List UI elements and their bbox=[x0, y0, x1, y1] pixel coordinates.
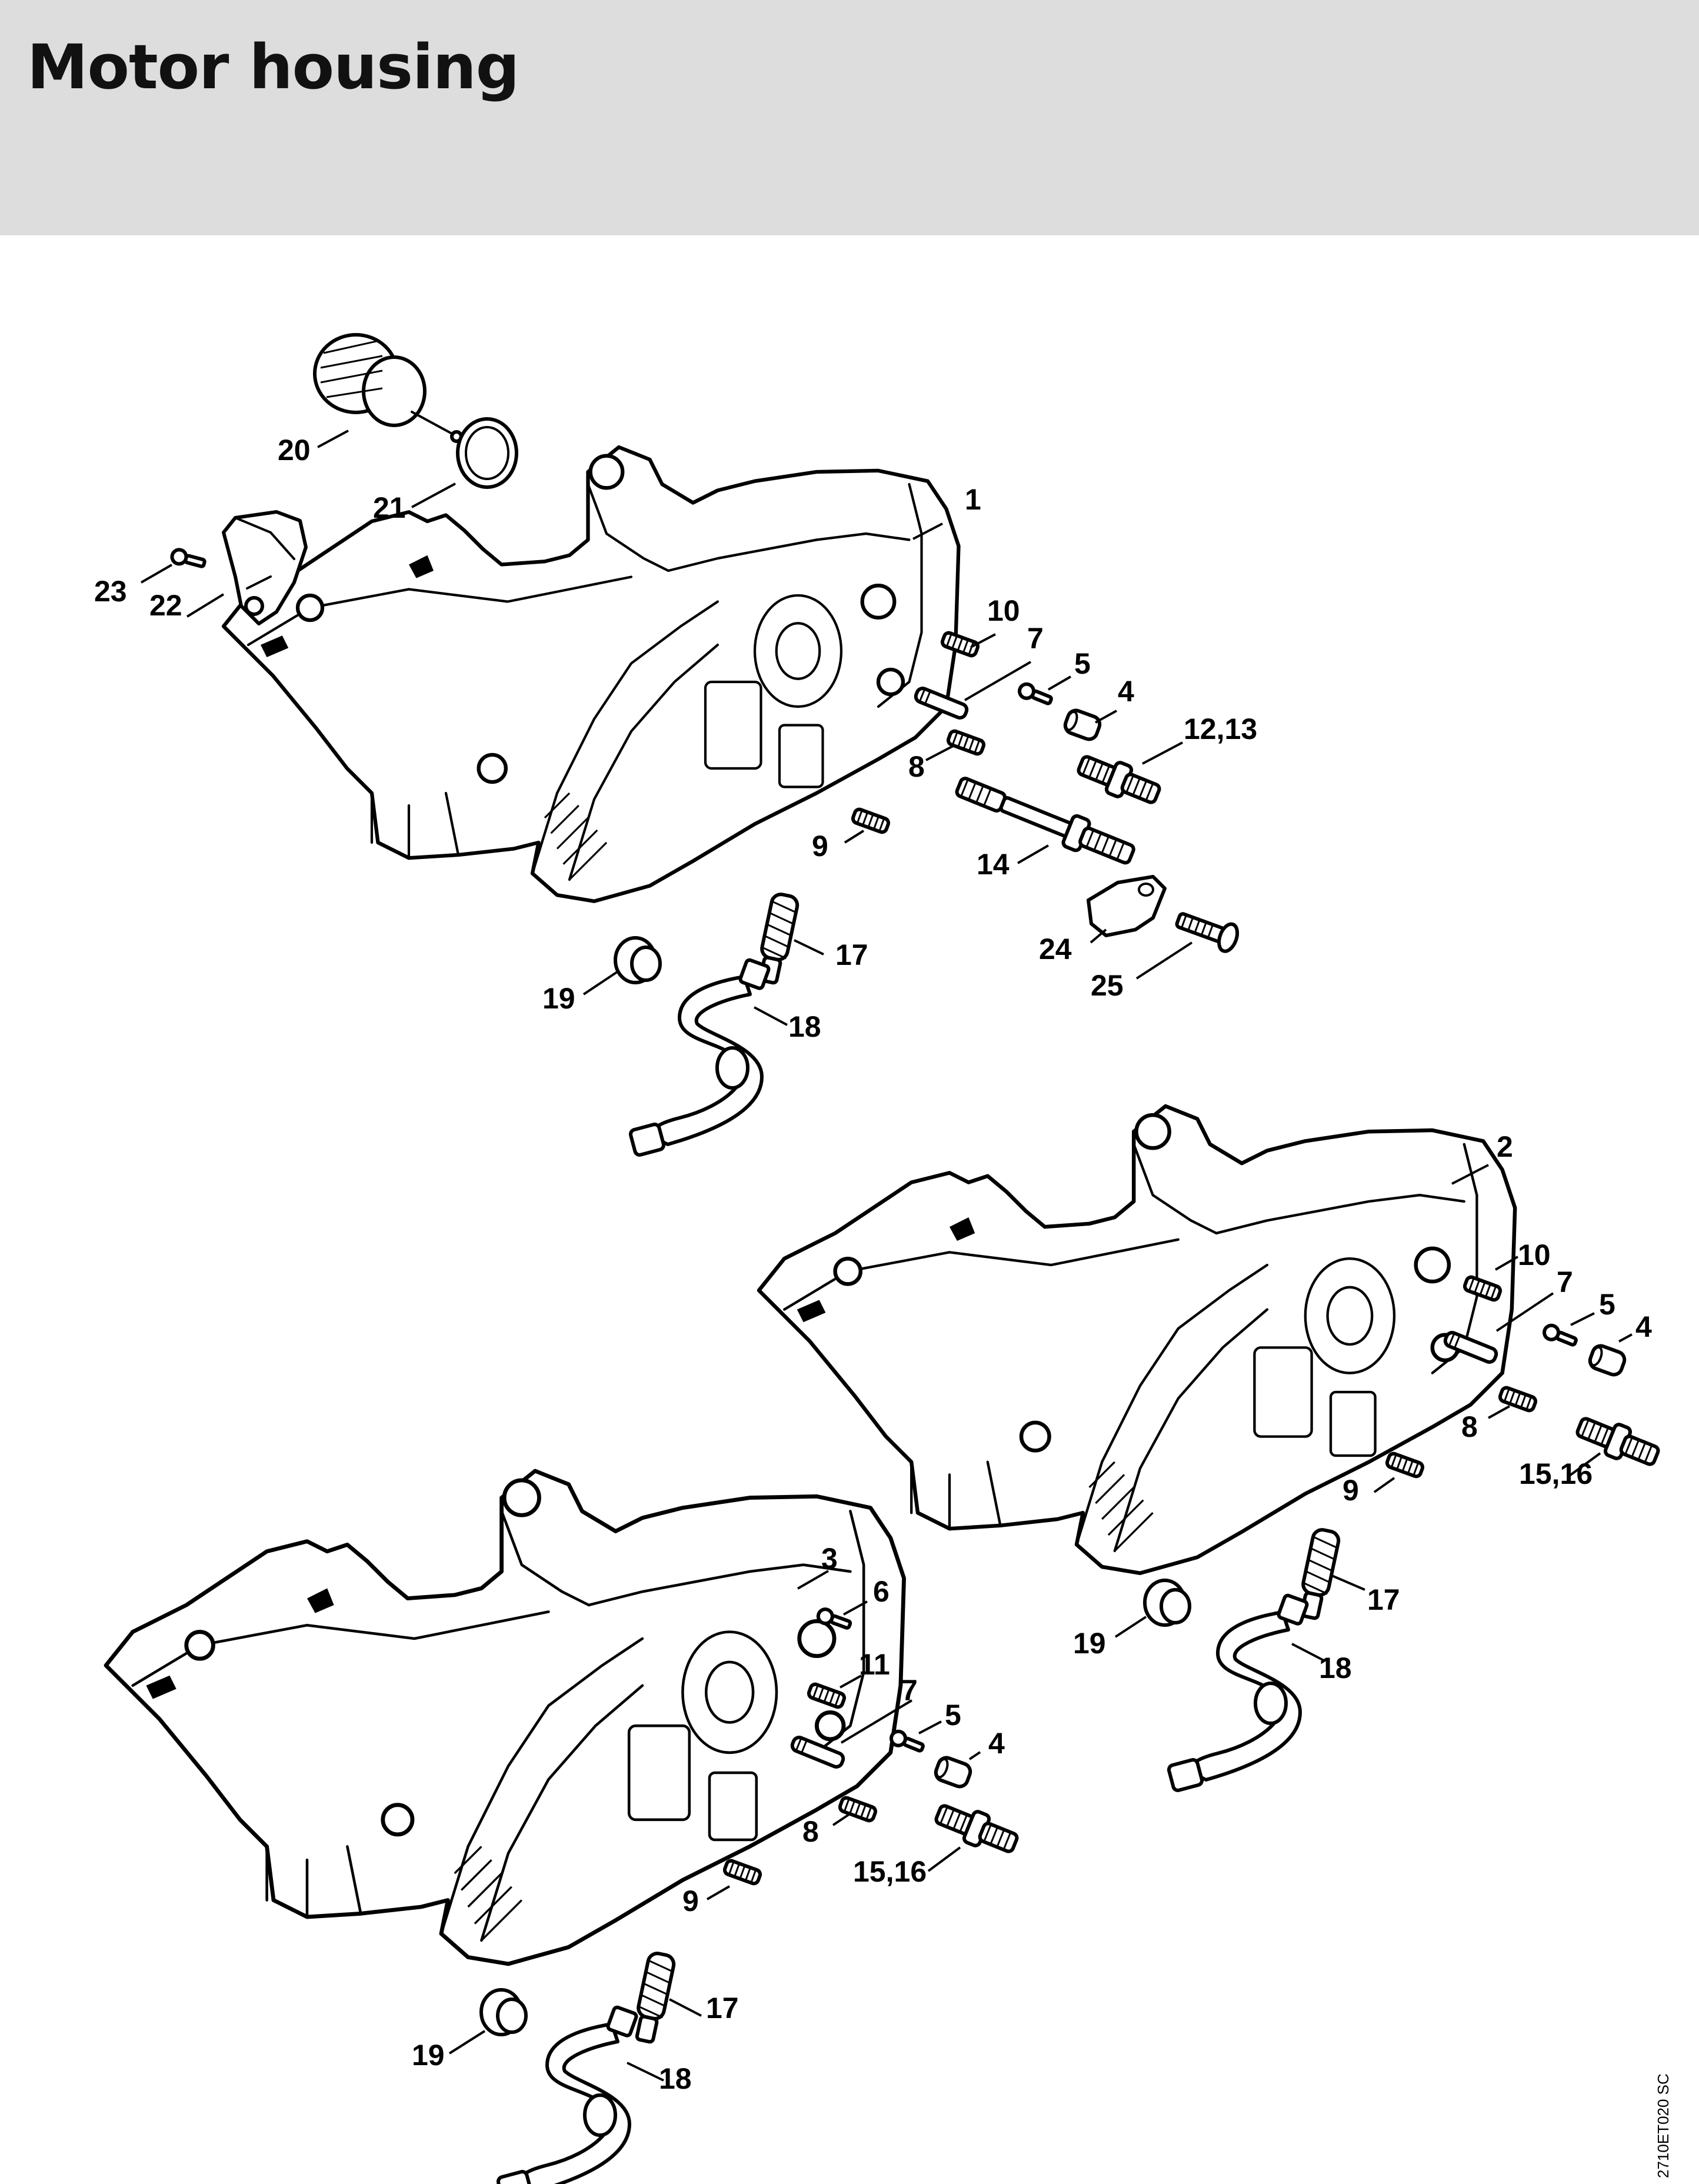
motor-housing-upper bbox=[224, 447, 959, 901]
callout-label: 7 bbox=[1027, 622, 1044, 655]
callout-label: 6 bbox=[873, 1575, 890, 1608]
callout-label: 24 bbox=[1039, 933, 1072, 966]
callout-label: 4 bbox=[1118, 675, 1134, 708]
callout-label: 11 bbox=[859, 1648, 890, 1681]
part-19-lower bbox=[481, 1990, 526, 2035]
callout-label: 9 bbox=[1342, 1474, 1359, 1507]
part-4-upper bbox=[1063, 708, 1102, 742]
callout-label: 17 bbox=[835, 938, 868, 971]
motor-housing-lower bbox=[106, 1471, 904, 1964]
part-20 bbox=[313, 333, 463, 443]
callout-label: 9 bbox=[812, 830, 828, 863]
callout-label: 10 bbox=[1518, 1239, 1551, 1271]
part-14 bbox=[955, 777, 1135, 865]
motor-housing-middle bbox=[759, 1106, 1515, 1573]
leader-lines bbox=[141, 430, 1633, 2082]
callout-label: 18 bbox=[1319, 1652, 1352, 1684]
callout-label: 18 bbox=[659, 2062, 692, 2095]
callout-label: 19 bbox=[542, 982, 575, 1015]
callout-label: 25 bbox=[1091, 969, 1124, 1002]
part-23 bbox=[171, 548, 206, 571]
callout-label: 12,13 bbox=[1184, 713, 1257, 745]
part-9-upper bbox=[852, 808, 890, 833]
callout-label: 1 bbox=[965, 483, 981, 516]
part-5-upper bbox=[1017, 682, 1053, 707]
callout-label: 20 bbox=[278, 434, 311, 467]
callout-label: 10 bbox=[987, 594, 1020, 627]
callout-label: 8 bbox=[1461, 1410, 1478, 1443]
callout-label: 9 bbox=[682, 1885, 699, 1917]
callout-label: 23 bbox=[94, 575, 127, 608]
callout-label: 15,16 bbox=[1519, 1457, 1593, 1490]
callout-label: 8 bbox=[802, 1815, 819, 1848]
callout-label: 19 bbox=[412, 2039, 445, 2072]
callout-label: 3 bbox=[821, 1542, 838, 1575]
upper-assembly bbox=[171, 333, 1240, 1156]
callout-label: 7 bbox=[1557, 1266, 1573, 1299]
callout-label: 21 bbox=[373, 491, 406, 524]
part-4-lower bbox=[934, 1756, 972, 1789]
part-18-middle bbox=[1168, 1594, 1308, 1792]
part-9-lower bbox=[724, 1859, 762, 1885]
callout-label: 4 bbox=[988, 1727, 1005, 1760]
part-15-16-lower bbox=[932, 1798, 1021, 1859]
part-22 bbox=[222, 510, 308, 625]
callout-label: 5 bbox=[945, 1699, 961, 1732]
callout-label: 17 bbox=[706, 1992, 739, 2025]
callout-label: 19 bbox=[1073, 1627, 1106, 1660]
callout-label: 7 bbox=[901, 1674, 918, 1707]
callout-label: 15,16 bbox=[853, 1855, 927, 1888]
part-8-upper bbox=[947, 730, 985, 755]
callout-label: 17 bbox=[1367, 1583, 1400, 1616]
part-9-middle bbox=[1386, 1452, 1424, 1477]
part-18-lower bbox=[497, 2006, 637, 2184]
part-25 bbox=[1175, 912, 1240, 953]
part-17-lower bbox=[632, 1952, 675, 2043]
part-24 bbox=[1087, 875, 1167, 937]
callout-label: 5 bbox=[1599, 1288, 1615, 1321]
callout-label: 5 bbox=[1074, 647, 1091, 680]
part-4-middle bbox=[1588, 1344, 1627, 1377]
callout-label: 22 bbox=[149, 589, 182, 622]
part-12-13 bbox=[1075, 749, 1164, 810]
part-19-upper bbox=[615, 938, 660, 983]
header-bar: Motor housing bbox=[0, 0, 1699, 235]
part-18-upper bbox=[629, 959, 769, 1156]
callout-label: 8 bbox=[908, 750, 925, 783]
callout-label: 4 bbox=[1635, 1310, 1652, 1343]
callout-label: 14 bbox=[977, 848, 1010, 881]
callout-label: 18 bbox=[788, 1010, 821, 1043]
callout-labels: 20 21 22 23 1 10 7 5 4 12,13 8 9 14 24 2… bbox=[94, 434, 1652, 2095]
drawing-id: 2710ET020 SC bbox=[1654, 2073, 1672, 2178]
page-title: Motor housing bbox=[27, 31, 519, 103]
callout-label: 2 bbox=[1497, 1130, 1513, 1163]
part-5-middle bbox=[1542, 1323, 1578, 1349]
part-19-middle bbox=[1145, 1580, 1190, 1625]
